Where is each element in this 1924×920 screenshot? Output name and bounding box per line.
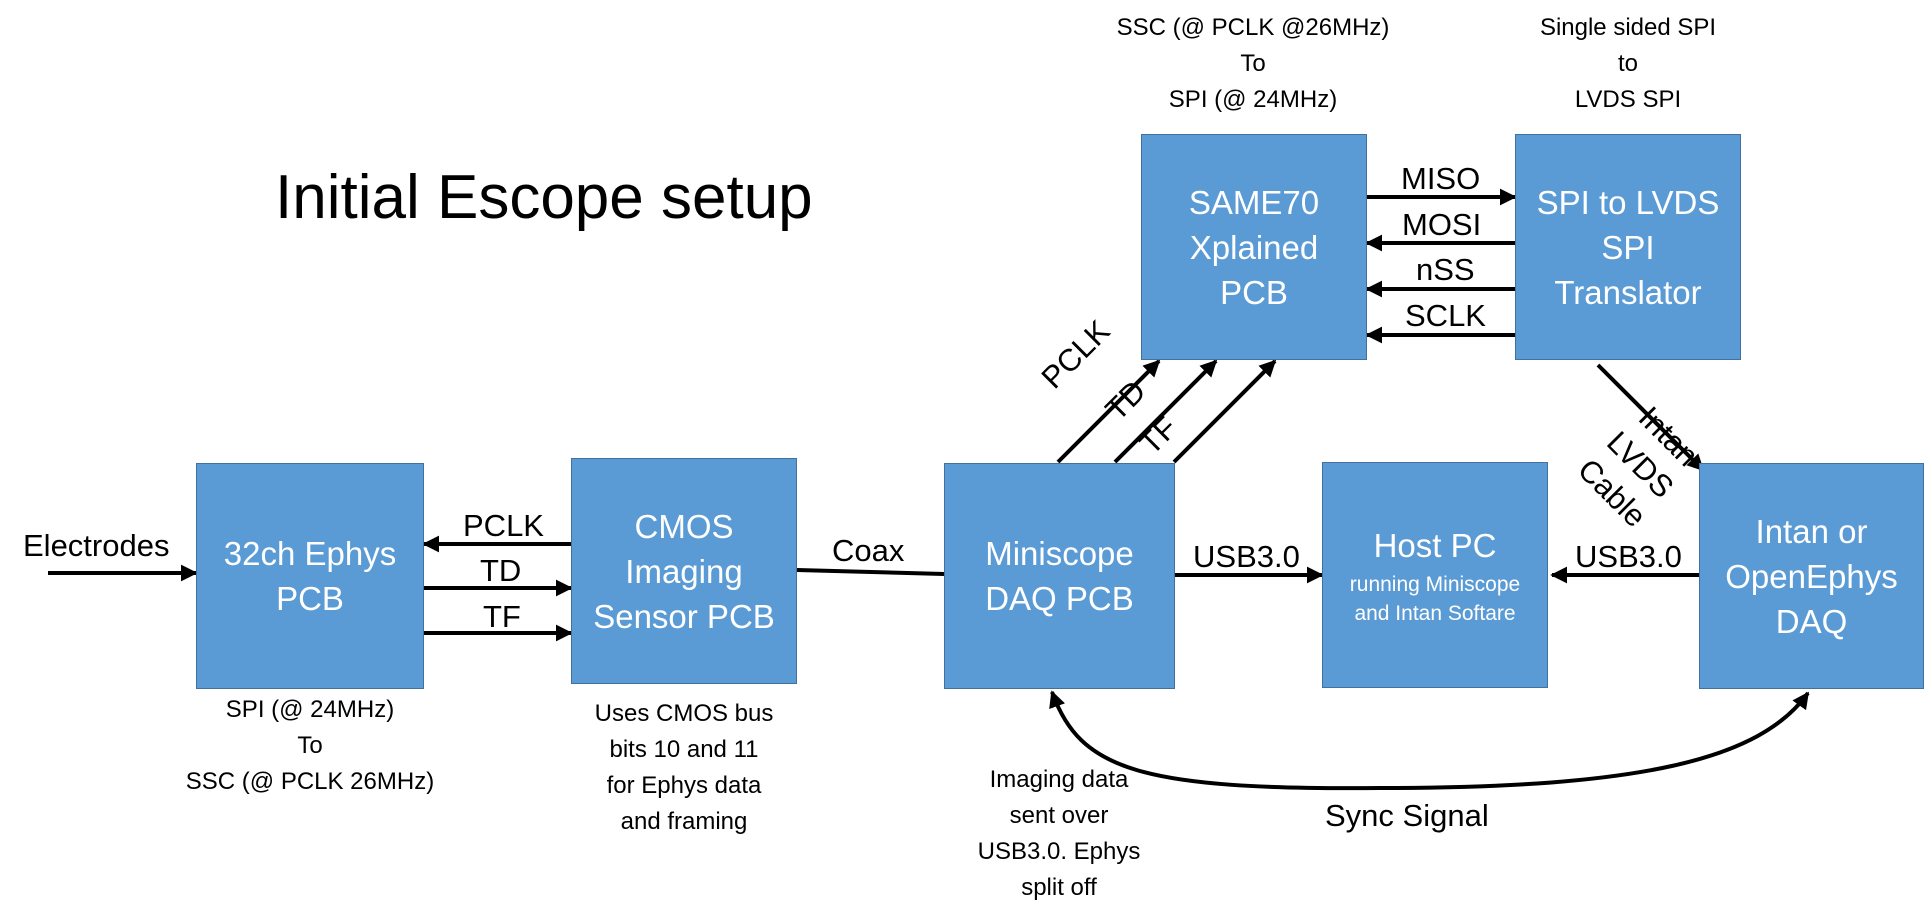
nss-label: nSS (1416, 252, 1475, 287)
host-pc-box: Host PC running Miniscope and Intan Soft… (1322, 462, 1548, 688)
spi-lvds-note: Single sided SPI to LVDS SPI (1539, 14, 1717, 113)
same70-title: SAME70 Xplained PCB (1188, 183, 1320, 311)
sclk-label: SCLK (1405, 298, 1486, 333)
ephys-note: SPI (@ 24MHz) To SSC (@ PCLK 26MHz) (185, 696, 435, 795)
intan-daq-title: Intan or OpenEphys DAQ (1725, 512, 1898, 640)
pclk-diag-arrow (1056, 359, 1161, 464)
miniscope-daq-box: Miniscope DAQ PCB (944, 463, 1175, 689)
sync-signal-curve (1049, 690, 1810, 791)
intan-daq-box: Intan or OpenEphys DAQ (1699, 463, 1924, 689)
coax-line (796, 568, 945, 576)
cmos-sensor-title: CMOS Imaging Sensor PCB (593, 507, 775, 635)
mosi-label: MOSI (1402, 207, 1482, 242)
tf-diag-arrow (1172, 359, 1277, 464)
tf-left-label: TF (483, 599, 521, 634)
coax-label: Coax (832, 533, 905, 568)
miniscope-daq-title: Miniscope DAQ PCB (985, 535, 1134, 617)
usb-left-label: USB3.0 (1193, 539, 1300, 574)
host-pc-title: Host PC (1373, 526, 1497, 564)
cmos-note: Uses CMOS bus bits 10 and 11 for Ephys d… (594, 700, 774, 835)
electrodes-label: Electrodes (23, 528, 170, 563)
daq-note: Imaging data sent over USB3.0. Ephys spl… (977, 766, 1141, 901)
miso-label: MISO (1401, 161, 1481, 196)
same70-note: SSC (@ PCLK @26MHz) To SPI (@ 24MHz) (1116, 14, 1390, 113)
page-title: Initial Escope setup (275, 163, 813, 232)
td-diag-arrow (1113, 359, 1218, 464)
intan-cable-arrow (1596, 363, 1705, 472)
spi-lvds-box: SPI to LVDS SPI Translator (1515, 134, 1741, 360)
sync-signal-label: Sync Signal (1325, 798, 1489, 833)
pclk-left-label: PCLK (463, 508, 544, 543)
cmos-sensor-box: CMOS Imaging Sensor PCB (571, 458, 797, 684)
same70-box: SAME70 Xplained PCB (1141, 134, 1367, 360)
ephys-pcb-title: 32ch Ephys PCB (223, 535, 397, 617)
ephys-pcb-box: 32ch Ephys PCB (196, 463, 424, 689)
host-pc-subtitle: running Miniscope and Intan Softare (1349, 572, 1521, 625)
usb-right-label: USB3.0 (1575, 539, 1682, 574)
td-left-label: TD (480, 553, 522, 588)
spi-lvds-title: SPI to LVDS SPI Translator (1536, 183, 1720, 311)
